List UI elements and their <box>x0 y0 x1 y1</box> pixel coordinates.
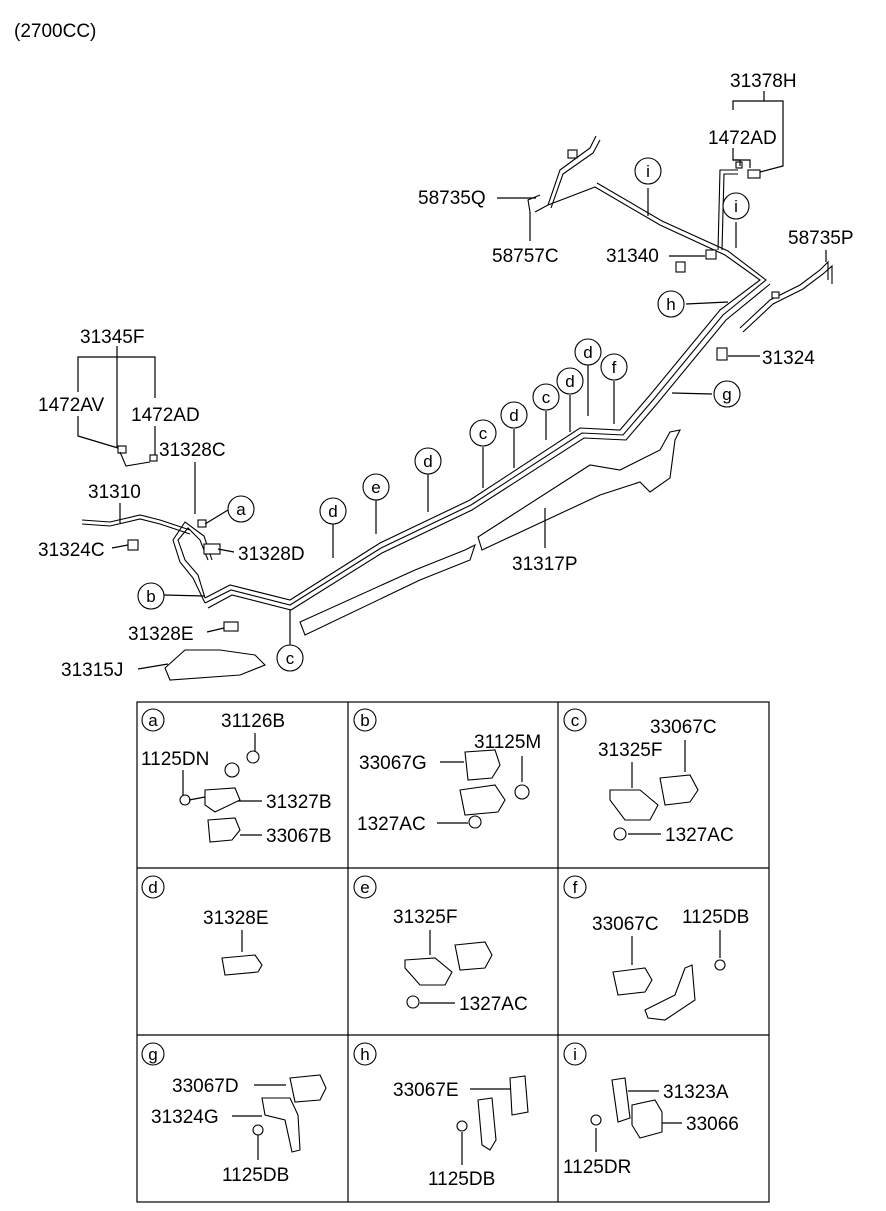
part-1125DB: 1125DB <box>222 1165 289 1186</box>
svg-text:d: d <box>583 343 592 362</box>
leader-lines <box>77 91 827 670</box>
callout-31328E: 31328E <box>128 624 194 645</box>
part-31125M: 31125M <box>474 732 541 753</box>
circle-h: h <box>657 290 685 318</box>
callout-31310: 31310 <box>88 482 141 503</box>
part-31126B: 31126B <box>221 711 285 732</box>
part-1327AC: 1327AC <box>665 825 734 846</box>
svg-text:b: b <box>146 587 155 606</box>
svg-text:a: a <box>236 500 246 519</box>
part-33067C: 33067C <box>650 717 717 738</box>
svg-text:g: g <box>148 1045 157 1064</box>
svg-text:b: b <box>360 711 369 730</box>
circle-b: b <box>137 582 165 610</box>
svg-text:f: f <box>612 358 617 377</box>
callout-31340: 31340 <box>606 246 659 267</box>
part-31324G: 31324G <box>151 1107 219 1128</box>
callout-58735P: 58735P <box>788 228 854 249</box>
svg-text:a: a <box>148 711 158 730</box>
callout-1472AD-top: 1472AD <box>708 128 777 149</box>
svg-text:d: d <box>328 502 337 521</box>
crossmember-brackets <box>164 429 681 681</box>
circle-a: a <box>227 495 255 523</box>
part-33067E: 33067E <box>393 1080 459 1101</box>
circle-d-3: d <box>500 401 528 429</box>
part-33067B: 33067B <box>266 826 332 847</box>
callout-31328D: 31328D <box>238 544 305 565</box>
tube-clips <box>117 149 780 632</box>
detail-grid <box>136 701 770 1203</box>
callout-31378H: 31378H <box>730 71 797 92</box>
svg-text:e: e <box>371 478 380 497</box>
part-31325F: 31325F <box>393 907 457 928</box>
letter-circles: i i h g f d d c d c d e d a b c <box>137 157 750 672</box>
part-1125DB: 1125DB <box>428 1169 495 1190</box>
part-31327B: 31327B <box>266 792 332 813</box>
circle-d-4: d <box>414 447 442 475</box>
circle-g: g <box>713 380 741 408</box>
svg-text:h: h <box>666 295 675 314</box>
detail-cell-g: g 33067D 31324G 1125DB <box>141 1042 327 1186</box>
part-33066: 33066 <box>686 1114 739 1135</box>
svg-text:i: i <box>734 197 738 216</box>
part-callouts: 31378H 1472AD 58735Q 58757C 31340 58735P… <box>38 71 854 681</box>
callout-31317P: 31317P <box>512 554 578 575</box>
svg-text:i: i <box>646 162 650 181</box>
part-31323A: 31323A <box>663 1082 729 1103</box>
svg-text:e: e <box>360 878 369 897</box>
circle-f: f <box>600 353 628 381</box>
part-1327AC: 1327AC <box>459 994 528 1015</box>
detail-cell-i: i 31323A 33066 1125DR <box>563 1042 739 1178</box>
detail-cell-b: b 31125M 33067G 1327AC <box>353 708 541 835</box>
callout-31328C: 31328C <box>159 440 226 461</box>
callout-31324C: 31324C <box>38 540 105 561</box>
circle-d-2: d <box>556 367 584 395</box>
svg-text:i: i <box>573 1045 577 1064</box>
circle-d-5: d <box>319 497 347 525</box>
detail-cell-c: c 33067C 31325F 1327AC <box>563 708 734 846</box>
callout-58757C: 58757C <box>492 246 559 267</box>
callout-31324: 31324 <box>762 348 815 369</box>
svg-text:h: h <box>360 1045 369 1064</box>
svg-text:d: d <box>509 406 518 425</box>
circle-i-top-right: i <box>722 192 750 220</box>
svg-text:f: f <box>573 878 578 897</box>
detail-cell-h: h 33067E 1125DB <box>353 1042 529 1190</box>
detail-cell-d: d 31328E <box>141 875 269 976</box>
part-1327AC: 1327AC <box>357 814 426 835</box>
svg-text:d: d <box>565 372 574 391</box>
callout-58735Q: 58735Q <box>418 188 486 209</box>
detail-cell-f: f 33067C 1125DB <box>563 875 749 1021</box>
callout-31315J: 31315J <box>61 660 123 681</box>
circle-c-1: c <box>532 383 560 411</box>
svg-text:c: c <box>479 424 488 443</box>
callout-31345F: 31345F <box>80 327 144 348</box>
part-33067D: 33067D <box>172 1076 239 1097</box>
svg-text:c: c <box>571 711 580 730</box>
part-1125DN: 1125DN <box>141 749 209 770</box>
callout-1472AD-left: 1472AD <box>131 405 200 426</box>
part-1125DR: 1125DR <box>563 1157 631 1178</box>
circle-c-bottom: c <box>276 644 304 672</box>
circle-c-2: c <box>469 419 497 447</box>
part-1125DB: 1125DB <box>682 907 749 928</box>
fuel-tube-bundle <box>81 135 833 611</box>
detail-cell-a: a 31126B 1125DN 31327B 33067B <box>141 708 332 847</box>
callout-1472AV: 1472AV <box>38 395 105 416</box>
circle-e: e <box>362 473 390 501</box>
svg-text:c: c <box>286 649 295 668</box>
circle-d-1: d <box>574 338 602 366</box>
part-33067G: 33067G <box>359 753 427 774</box>
svg-text:d: d <box>423 452 432 471</box>
circle-i-top-left: i <box>634 157 662 185</box>
svg-text:c: c <box>542 388 551 407</box>
part-31325F: 31325F <box>598 740 662 761</box>
svg-text:d: d <box>148 878 157 897</box>
svg-text:g: g <box>722 385 731 404</box>
part-33067C: 33067C <box>592 914 659 935</box>
engine-label: (2700CC) <box>14 21 96 42</box>
detail-cell-e: e 31325F 1327AC <box>353 875 528 1015</box>
part-31328E: 31328E <box>203 908 269 929</box>
